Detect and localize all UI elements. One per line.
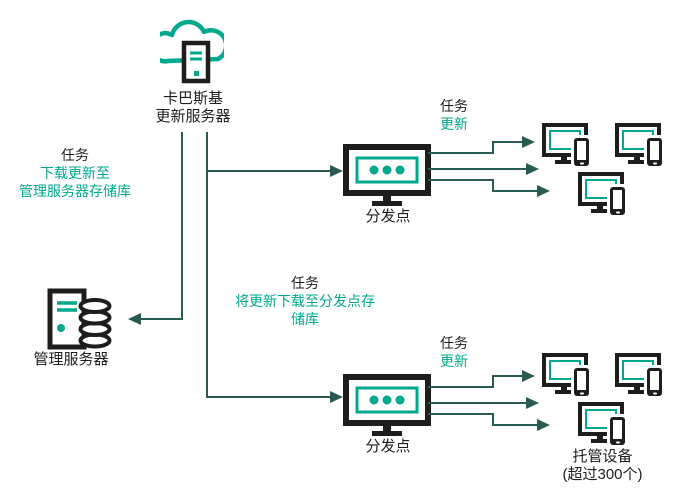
monitor-dots-icon <box>343 374 433 440</box>
task-desc-line1: 下载更新至 <box>40 165 110 181</box>
task-label: 任务 <box>291 275 319 291</box>
connector-line <box>492 375 494 388</box>
distribution-point-top: 分发点 <box>343 144 433 225</box>
server-database-icon <box>44 288 126 350</box>
monitor-dots-icon <box>343 144 433 210</box>
fan-arrows-top <box>428 136 560 197</box>
connector-line <box>428 152 492 154</box>
desktop-mobile-icon <box>615 353 667 398</box>
arrowhead-icon <box>526 163 539 175</box>
connector-line <box>428 386 492 388</box>
task-desc-line2: 管理服务器存储库 <box>19 183 131 199</box>
connector-line <box>492 141 524 143</box>
fan-arrows-bottom <box>428 370 560 431</box>
arrowhead-to-dp-bottom-icon <box>330 391 343 403</box>
task-download-to-dp-repo: 任务 将更新下载至分发点存 储库 <box>225 274 385 328</box>
task-desc: 更新 <box>440 353 468 369</box>
distribution-point-bottom-label: 分发点 <box>365 438 411 455</box>
connector-to-admin-vertical <box>181 132 183 320</box>
connector-to-dp-top-horizontal <box>206 170 332 172</box>
admin-server-label: 管理服务器 <box>33 351 109 368</box>
managed-devices-label-line1: 托管设备 <box>572 448 633 465</box>
connector-line <box>492 141 494 154</box>
arrowhead-icon <box>522 136 535 148</box>
task-desc-line1: 将更新下载至分发点存 <box>235 293 375 309</box>
distribution-point-bottom: 分发点 <box>343 374 433 455</box>
connector-line <box>492 179 494 192</box>
cloud-server-icon <box>160 19 224 85</box>
desktop-mobile-icon <box>542 353 594 398</box>
connector-line <box>492 190 539 192</box>
connector-line <box>492 424 539 426</box>
desktop-mobile-icon <box>578 172 630 217</box>
connector-line <box>428 413 492 415</box>
task-update-top: 任务 更新 <box>440 97 510 133</box>
desktop-mobile-icon <box>578 402 630 447</box>
arrowhead-icon <box>526 397 539 409</box>
task-desc: 更新 <box>440 116 468 132</box>
connector-line <box>428 402 528 404</box>
connector-to-admin-horizontal <box>140 318 183 320</box>
desktop-mobile-icon <box>542 123 594 168</box>
task-label: 任务 <box>440 98 468 114</box>
task-update-bottom: 任务 更新 <box>440 334 510 370</box>
connector-line <box>428 168 528 170</box>
kaspersky-servers-label-line1: 卡巴斯基 <box>162 90 223 107</box>
task-label: 任务 <box>61 147 89 163</box>
connector-to-dp-vertical <box>206 132 208 398</box>
connector-line <box>492 413 494 426</box>
distribution-point-top-label: 分发点 <box>365 208 411 225</box>
arrowhead-icon <box>522 370 535 382</box>
managed-devices-cluster-bottom: 托管设备 (超过300个) <box>535 348 670 483</box>
desktop-mobile-icon <box>615 123 667 168</box>
task-desc-line2: 储库 <box>291 311 319 327</box>
kaspersky-servers-label-line2: 更新服务器 <box>155 108 231 125</box>
connector-to-dp-bottom-horizontal <box>206 396 332 398</box>
arrowhead-to-admin-icon <box>128 313 141 325</box>
managed-devices-cluster-top <box>535 118 670 218</box>
arrowhead-to-dp-top-icon <box>330 165 343 177</box>
connector-line <box>492 375 524 377</box>
task-label: 任务 <box>440 335 468 351</box>
managed-devices-label-line2: (超过300个) <box>562 466 643 483</box>
managed-devices-label: 托管设备 (超过300个) <box>535 448 670 484</box>
kaspersky-servers-label: 卡巴斯基 更新服务器 <box>133 90 253 126</box>
arrowhead-icon <box>537 419 550 431</box>
arrowhead-icon <box>537 185 550 197</box>
task-download-to-admin-repo: 任务 下载更新至 管理服务器存储库 <box>15 146 135 200</box>
connector-line <box>428 179 492 181</box>
